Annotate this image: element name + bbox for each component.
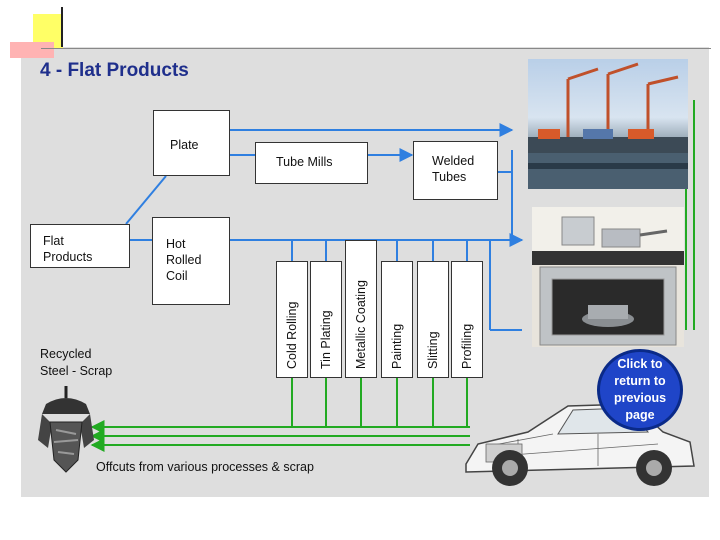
metallic-coating-label: Metallic Coating <box>354 280 368 369</box>
offcuts-label: Offcuts from various processes & scrap <box>96 460 314 474</box>
decor-horizontal-line <box>41 48 711 49</box>
process-painting: Painting <box>381 261 413 378</box>
process-slitting: Slitting <box>417 261 449 378</box>
decor-vertical-line <box>61 7 63 47</box>
profiling-label: Profiling <box>460 323 474 369</box>
process-profiling: Profiling <box>451 261 483 378</box>
ship-drawing <box>528 62 688 189</box>
tube-mills-box: Tube Mills <box>255 142 368 184</box>
cold-rolling-label: Cold Rolling <box>285 301 299 369</box>
scrap-grab-icon <box>36 384 96 476</box>
tube-mills-label: Tube Mills <box>276 155 333 169</box>
scrap-grab-drawing <box>38 386 94 473</box>
process-tin-plating: Tin Plating <box>310 261 342 378</box>
tin-plating-label: Tin Plating <box>319 310 333 369</box>
slitting-label: Slitting <box>426 331 440 369</box>
ship-photo <box>528 59 688 189</box>
hot-rolled-coil-box: Hot Rolled Coil <box>152 217 230 305</box>
plate-label: Plate <box>170 138 199 152</box>
welded-tubes-box: Welded Tubes <box>413 141 498 200</box>
plate-box: Plate <box>153 110 230 176</box>
process-cold-rolling: Cold Rolling <box>276 261 308 378</box>
decor-pink-bar <box>10 42 54 58</box>
kitchen-photo <box>532 207 684 347</box>
flat-products-label: Flat Products <box>43 234 93 264</box>
green-scrap-lines <box>90 100 695 452</box>
welded-tubes-label: Welded Tubes <box>432 154 475 184</box>
kitchen-drawing <box>532 207 684 346</box>
painting-label: Painting <box>390 323 404 369</box>
return-button[interactable]: Click to return to previous page <box>597 349 683 431</box>
process-metallic-coating: Metallic Coating <box>345 240 377 378</box>
slide-title: 4 - Flat Products <box>40 60 189 81</box>
recycled-scrap-label: Recycled Steel - Scrap <box>40 347 113 378</box>
hot-rolled-coil-label: Hot Rolled Coil <box>166 237 202 283</box>
flat-products-box: Flat Products <box>30 224 130 268</box>
